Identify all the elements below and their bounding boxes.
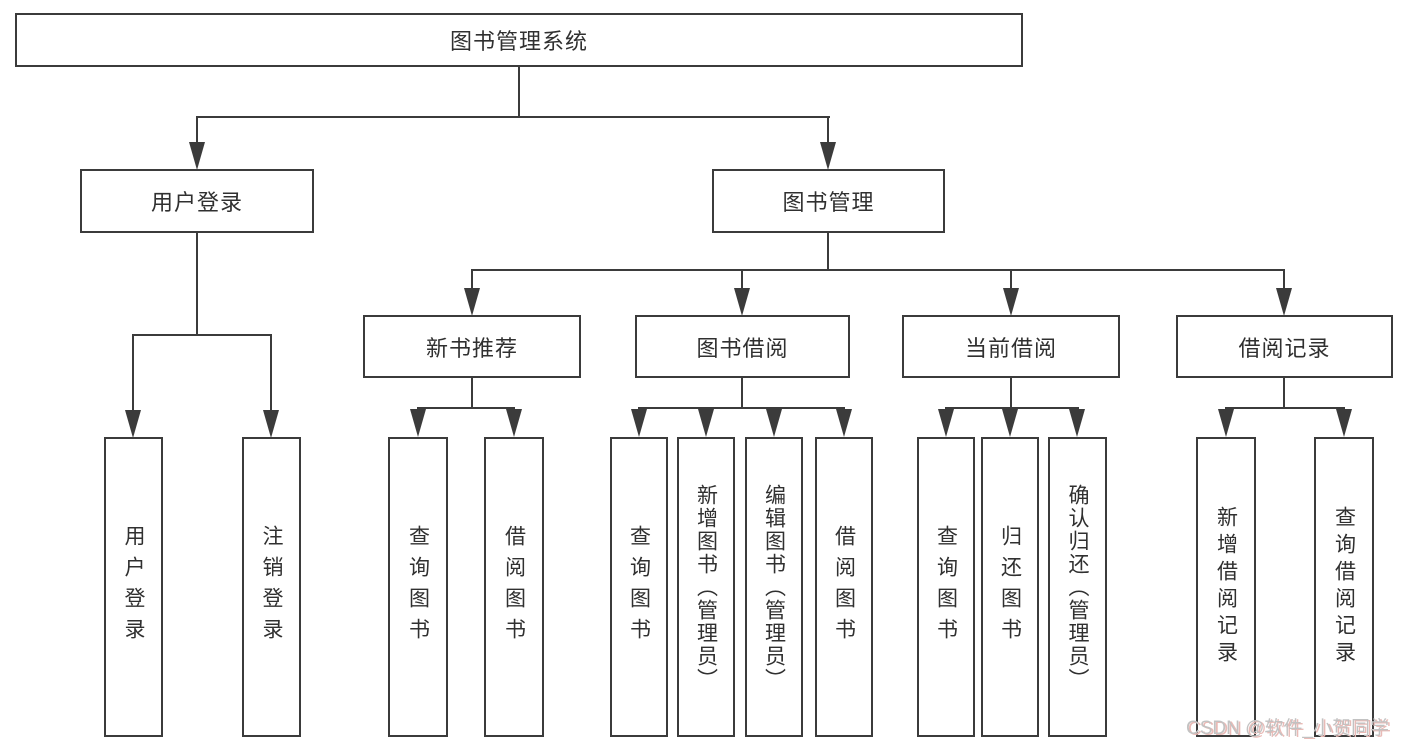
connector-line: [827, 116, 829, 146]
leaf-label: 新增图书（管理员）: [694, 483, 718, 691]
leaf-label: 查询图书: [627, 525, 651, 649]
leaf-add-borrow-record: 新增借阅记录: [1196, 437, 1256, 737]
node-borrow-records: 借阅记录: [1176, 315, 1393, 378]
connector-line: [945, 407, 1079, 409]
leaf-label: 查询借阅记录: [1332, 506, 1356, 668]
arrowhead-icon: [734, 288, 750, 316]
node-label: 借阅记录: [1238, 335, 1331, 361]
leaf-label: 编辑图书（管理员）: [762, 483, 786, 691]
arrowhead-icon: [698, 409, 714, 437]
arrowhead-icon: [836, 409, 852, 437]
connector-line: [471, 269, 1285, 271]
leaf-label: 用户登录: [122, 525, 145, 649]
connector-line: [270, 334, 272, 412]
leaf-return-book: 归还图书: [981, 437, 1039, 737]
leaf-label: 确认归还（管理员）: [1066, 483, 1089, 691]
connector-line: [132, 334, 134, 412]
arrowhead-icon: [464, 288, 480, 316]
connector-line: [1010, 378, 1012, 409]
leaf-query-books-recommend: 查询图书: [388, 437, 448, 737]
node-label: 图书管理: [782, 190, 875, 215]
node-label: 当前借阅: [964, 335, 1057, 361]
connector-line: [196, 233, 198, 336]
arrowhead-icon: [820, 142, 836, 170]
connector-line: [132, 334, 272, 336]
connector-line: [518, 66, 520, 118]
node-label: 图书管理系统: [449, 29, 588, 54]
leaf-label: 查询图书: [934, 525, 958, 649]
node-new-book-recommend: 新书推荐: [363, 315, 581, 378]
arrowhead-icon: [631, 409, 647, 437]
node-user-login: 用户登录: [80, 169, 314, 233]
arrowhead-icon: [410, 409, 426, 437]
leaf-query-borrow-record: 查询借阅记录: [1314, 437, 1374, 737]
csdn-watermark: CSDN @软件_小贺同学: [1186, 718, 1389, 739]
node-book-management: 图书管理: [712, 169, 945, 233]
connector-line: [196, 116, 198, 146]
node-label: 图书借阅: [696, 335, 789, 361]
leaf-borrow-books: 借阅图书: [815, 437, 873, 737]
arrowhead-icon: [263, 410, 279, 438]
connector-line: [741, 269, 743, 290]
leaf-label: 借阅图书: [502, 525, 526, 649]
arrowhead-icon: [1003, 288, 1019, 316]
leaf-add-book-admin: 新增图书（管理员）: [677, 437, 735, 737]
leaf-query-books-borrow: 查询图书: [610, 437, 668, 737]
node-current-borrow: 当前借阅: [902, 315, 1120, 378]
arrowhead-icon: [1069, 409, 1085, 437]
connector-line: [638, 407, 845, 409]
connector-line: [1010, 269, 1012, 290]
leaf-edit-book-admin: 编辑图书（管理员）: [745, 437, 803, 737]
node-book-borrow: 图书借阅: [635, 315, 850, 378]
connector-line: [1283, 378, 1285, 409]
arrowhead-icon: [938, 409, 954, 437]
connector-line: [196, 116, 830, 118]
leaf-confirm-return-admin: 确认归还（管理员）: [1048, 437, 1107, 737]
leaf-label: 新增借阅记录: [1214, 506, 1238, 668]
arrowhead-icon: [1276, 288, 1292, 316]
connector-line: [827, 233, 829, 271]
connector-line: [1225, 407, 1345, 409]
connector-line: [471, 378, 473, 409]
arrowhead-icon: [766, 409, 782, 437]
connector-line: [417, 407, 515, 409]
node-root: 图书管理系统: [15, 13, 1023, 67]
arrowhead-icon: [1002, 409, 1018, 437]
connector-line: [471, 269, 473, 290]
node-label: 新书推荐: [425, 335, 518, 361]
arrowhead-icon: [125, 410, 141, 438]
arrowhead-icon: [189, 142, 205, 170]
leaf-borrow-books-recommend: 借阅图书: [484, 437, 544, 737]
leaf-user-login: 用户登录: [104, 437, 163, 737]
node-label: 用户登录: [150, 190, 243, 215]
leaf-logout: 注销登录: [242, 437, 301, 737]
leaf-query-books-current: 查询图书: [917, 437, 975, 737]
arrowhead-icon: [1336, 409, 1352, 437]
leaf-label: 注销登录: [260, 525, 283, 649]
leaf-label: 查询图书: [406, 525, 430, 649]
leaf-label: 归还图书: [998, 525, 1022, 649]
connector-line: [1283, 269, 1285, 290]
arrowhead-icon: [506, 409, 522, 437]
connector-line: [741, 378, 743, 409]
arrowhead-icon: [1218, 409, 1234, 437]
leaf-label: 借阅图书: [832, 525, 856, 649]
